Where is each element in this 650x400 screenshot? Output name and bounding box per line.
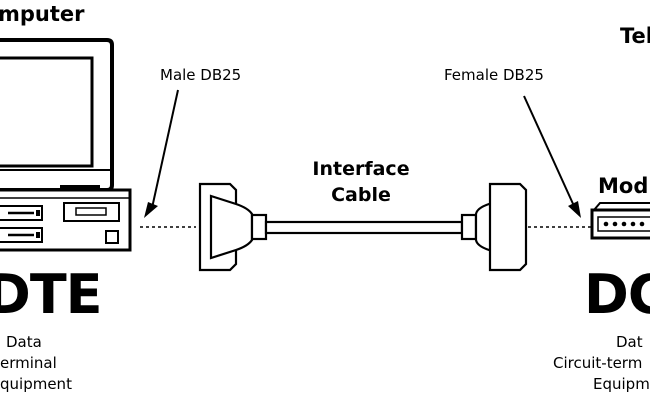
interface-cable-label-line2: Cable <box>331 184 391 206</box>
interface-cable <box>264 220 464 235</box>
dte-description-line3: quipment <box>0 375 72 393</box>
dte-description-line2: erminal <box>0 354 57 372</box>
dce-description-line3: Equipm <box>593 375 650 393</box>
dte-acronym: DTE <box>0 263 103 326</box>
female-db25-connector-icon <box>460 182 528 272</box>
modem-title: Mod <box>598 174 649 198</box>
telephone-title: Tel <box>620 24 650 48</box>
dce-description-line2: Circuit-term <box>553 354 643 372</box>
female-db25-pointer-arrow <box>523 95 581 218</box>
dce-acronym: DC <box>584 263 650 326</box>
male-db25-label: Male DB25 <box>160 66 242 84</box>
dce-description-line1: Dat <box>616 333 643 351</box>
computer-system-unit-icon <box>0 188 132 252</box>
computer-monitor-icon <box>0 38 114 192</box>
modem-icon <box>590 202 650 240</box>
male-db25-connector-icon <box>198 182 268 272</box>
female-db25-label: Female DB25 <box>444 66 544 84</box>
computer-title: mputer <box>0 2 85 26</box>
male-db25-pointer-arrow <box>144 89 179 218</box>
interface-cable-label-line1: Interface <box>312 158 410 180</box>
dte-description-line1: Data <box>6 333 42 351</box>
